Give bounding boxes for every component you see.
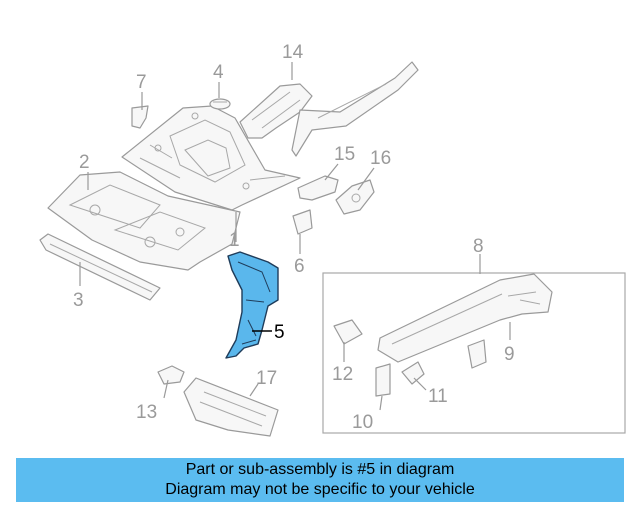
callouts: 1 2 3 4 5 6 7 8 9 10 11 12 13 14 15 16 1… — [73, 42, 515, 433]
callout-15: 15 — [334, 144, 355, 165]
part-17-crossmember[interactable] — [183, 377, 279, 437]
part-7-clip[interactable] — [131, 105, 149, 129]
part-15-bracket[interactable] — [297, 175, 339, 201]
callout-4: 4 — [213, 62, 224, 83]
info-banner: Part or sub-assembly is #5 in diagram Di… — [16, 458, 624, 502]
part-10-plate[interactable] — [375, 363, 391, 397]
part-12-clip[interactable] — [333, 319, 363, 345]
callout-17: 17 — [256, 368, 277, 389]
callout-7: 7 — [136, 72, 147, 93]
part-13-bracket[interactable] — [157, 365, 185, 385]
part-2-floor-panel[interactable] — [47, 171, 241, 271]
part-14-rear-rail[interactable] — [239, 61, 419, 157]
callout-5: 5 — [274, 322, 285, 343]
part-6-plate[interactable] — [292, 209, 313, 235]
part-5-pillar-brace-highlighted[interactable] — [225, 251, 279, 359]
inset-small-piece — [467, 339, 487, 369]
part-11-bracket[interactable] — [401, 361, 425, 385]
callout-3: 3 — [73, 290, 84, 311]
part-16-bracket[interactable] — [335, 179, 375, 215]
callout-11: 11 — [428, 386, 448, 407]
callout-6: 6 — [294, 256, 305, 277]
parts-diagram: 1 2 3 4 5 6 7 8 9 10 11 12 13 14 15 16 1… — [39, 42, 626, 437]
callout-10: 10 — [352, 412, 373, 433]
callout-8: 8 — [473, 236, 484, 257]
callout-1: 1 — [229, 230, 240, 251]
callout-12: 12 — [332, 364, 353, 385]
part-9-side-rail[interactable] — [377, 273, 553, 363]
banner-line-1: Part or sub-assembly is #5 in diagram — [185, 461, 455, 478]
callout-2: 2 — [79, 152, 90, 173]
callout-13: 13 — [136, 402, 157, 423]
part-3-cross-bar[interactable] — [39, 233, 161, 301]
inset-box — [322, 272, 626, 434]
part-1-rear-floor-pan[interactable] — [121, 105, 301, 211]
callout-14: 14 — [282, 42, 304, 63]
callout-9: 9 — [504, 344, 515, 365]
leader-lines — [79, 62, 511, 411]
banner-line-2: Diagram may not be specific to your vehi… — [165, 481, 475, 498]
part-4-plug[interactable] — [209, 98, 231, 110]
callout-16: 16 — [370, 148, 391, 169]
